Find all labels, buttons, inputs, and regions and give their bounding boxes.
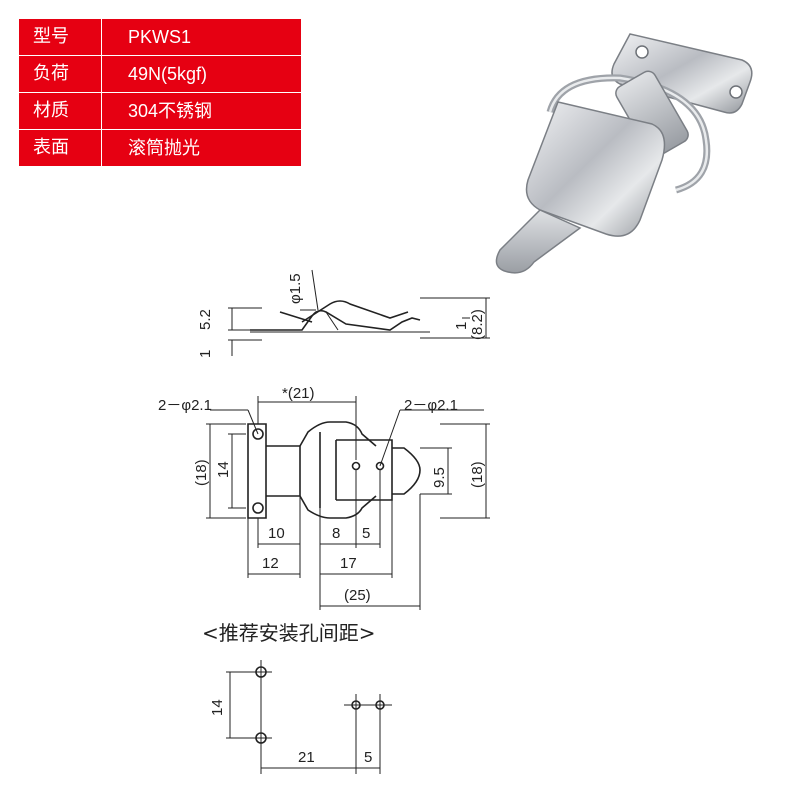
spec-value: 304不锈钢 [101, 92, 302, 130]
dim-8: 8 [332, 525, 340, 542]
dim-side-1-left: 1 [197, 350, 214, 358]
dim-hole-left: 2－φ2.1 [158, 397, 212, 414]
spec-key: 材质 [18, 92, 102, 130]
dim-18-left: (18) [193, 459, 210, 486]
spec-row-material: 材质 304不锈钢 [18, 92, 302, 130]
spec-table: 型号 PKWS1 负荷 49N(5kgf) 材质 304不锈钢 表面 滚筒抛光 [18, 18, 302, 167]
mounting-heading: <推荐安装孔间距> [202, 621, 376, 645]
mounting-pattern: 14 21 5 [209, 660, 392, 774]
dim-hole-right: 2－φ2.1 [404, 397, 458, 414]
dim-side-phi-1-5: φ1.5 [287, 273, 304, 304]
spec-value: 滚筒抛光 [101, 129, 302, 167]
dim-mount-21: 21 [298, 749, 315, 766]
top-view: 2－φ2.1 2－φ2.1 *(21) (18) 14 9.5 (18) [158, 385, 490, 610]
dim-9-5: 9.5 [431, 467, 448, 488]
spec-key: 型号 [18, 18, 102, 56]
spec-row-surface: 表面 滚筒抛光 [18, 129, 302, 167]
dim-14: 14 [215, 461, 232, 478]
dim-mount-5: 5 [364, 749, 372, 766]
dim-side-8-2: (8.2) [469, 309, 486, 340]
dim-5: 5 [362, 525, 370, 542]
dim-12: 12 [262, 555, 279, 572]
dim-18-right: (18) [469, 461, 486, 488]
dim-21: *(21) [282, 385, 315, 402]
spec-value: PKWS1 [101, 18, 302, 56]
dim-side-5-2: 5.2 [197, 309, 214, 330]
dim-10: 10 [268, 525, 285, 542]
spec-row-model: 型号 PKWS1 [18, 18, 302, 56]
dim-25: (25) [344, 587, 371, 604]
spec-key: 负荷 [18, 55, 102, 93]
side-view: 5.2 1 φ1.5 1 (8.2) [197, 269, 490, 358]
dim-mount-14: 14 [209, 699, 226, 716]
lever [525, 101, 666, 237]
lever-tab [495, 209, 582, 274]
dim-side-1-right: 1 [453, 322, 470, 330]
spec-key: 表面 [18, 129, 102, 167]
dim-17: 17 [340, 555, 357, 572]
product-photo [495, 33, 753, 274]
